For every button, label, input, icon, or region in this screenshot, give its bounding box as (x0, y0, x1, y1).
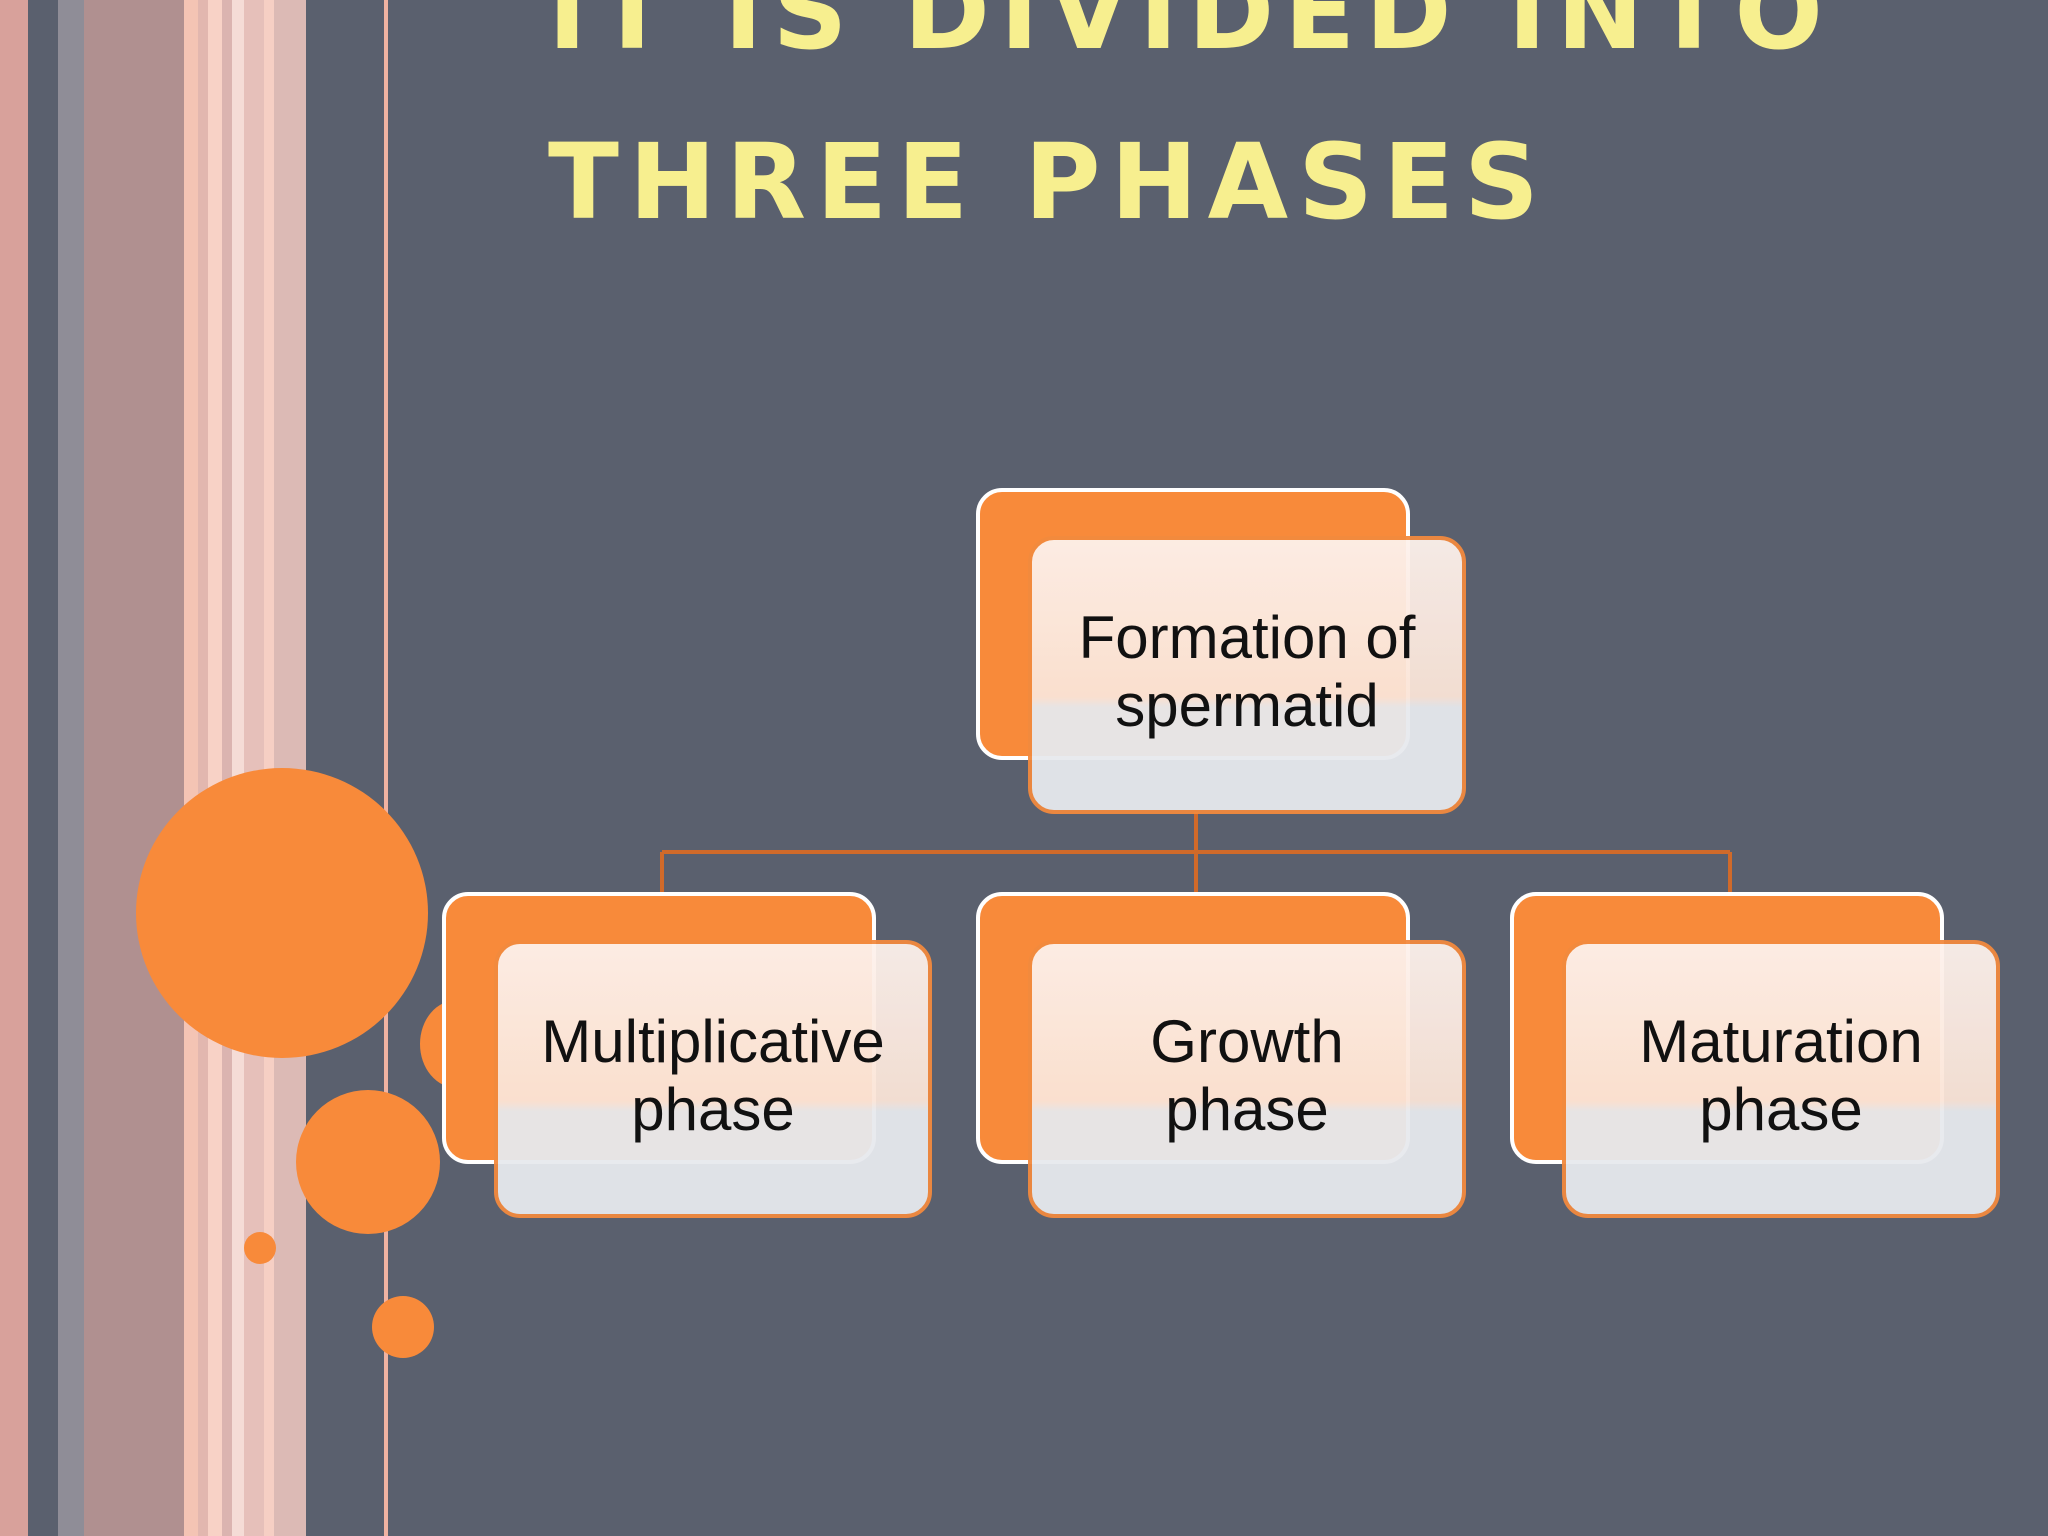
node-growth-label-line-2: phase (1165, 1076, 1329, 1143)
node-maturation-label-line-1: Maturation (1639, 1008, 1923, 1075)
node-multiplicative-face (494, 940, 932, 1218)
node-maturation-label: Maturation phase (1562, 1008, 2000, 1144)
node-multiplicative-label-line-2: phase (631, 1076, 795, 1143)
node-root-label-line-2: spermatid (1115, 672, 1379, 739)
slide-title-line-2: THREE PHASES (548, 121, 1549, 243)
node-root-label: Formation of spermatid (1028, 604, 1466, 740)
slide-title-line-1: IT IS DIVIDED INTO (548, 0, 1833, 73)
node-growth-label: Growth phase (1028, 1008, 1466, 1144)
node-root-face (1028, 536, 1466, 814)
node-growth-face (1028, 940, 1466, 1218)
node-growth-label-line-1: Growth (1150, 1008, 1344, 1075)
node-multiplicative-label-line-1: Multiplicative (541, 1008, 885, 1075)
node-maturation-face (1562, 940, 2000, 1218)
node-multiplicative-label: Multiplicative phase (494, 1008, 932, 1144)
node-maturation-label-line-2: phase (1699, 1076, 1863, 1143)
node-root-label-line-1: Formation of (1078, 604, 1416, 671)
